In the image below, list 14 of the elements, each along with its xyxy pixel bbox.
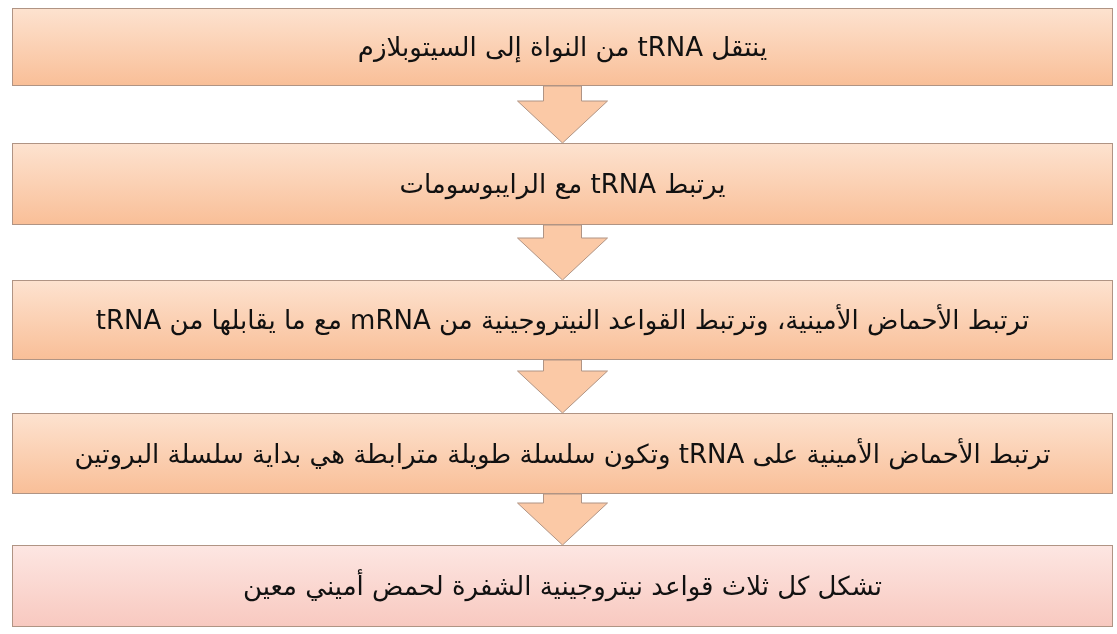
block-arrow xyxy=(517,493,608,546)
step-text: يرتبط tRNA مع الرايبوسومات xyxy=(399,169,726,199)
block-arrow xyxy=(517,224,608,281)
step-text: ترتبط الأحماض الأمينية، وترتبط القواعد النيتروجينية من mRNA مع ما يقابلها من tRNA xyxy=(95,305,1030,335)
block-arrow xyxy=(517,85,608,144)
step-text: تشكل كل ثلاث قواعد نيتروجينية الشفرة لحمض أميني معين xyxy=(242,571,883,601)
process-box xyxy=(12,413,1113,494)
step-text: ترتبط الأحماض الأمينية على tRNA وتكون سلسلة طويلة مترابطة هي بداية سلسلة البروتين xyxy=(74,438,1051,469)
process-box xyxy=(12,143,1113,225)
process-box xyxy=(12,280,1113,360)
process-box xyxy=(12,8,1113,86)
process-box xyxy=(12,545,1113,627)
block-arrow xyxy=(517,359,608,414)
step-text: ينتقل tRNA من النواة إلى السيتوبلازم xyxy=(357,32,768,62)
